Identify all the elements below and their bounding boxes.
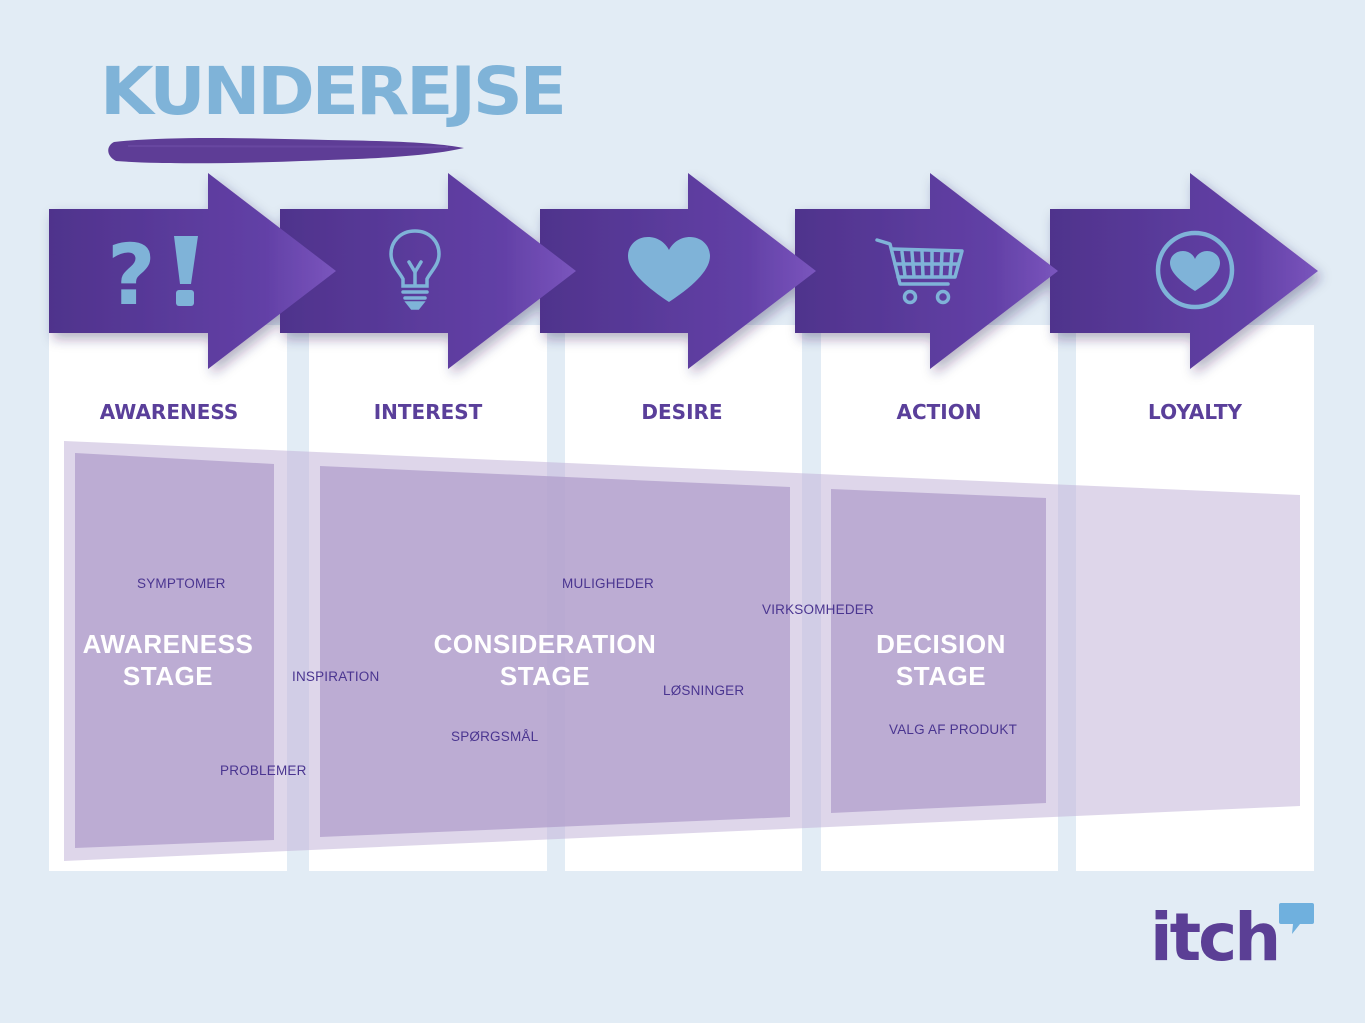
- svg-text:?: ?: [107, 226, 156, 324]
- heart-icon: [628, 237, 710, 302]
- awareness-stage-title-line1: AWARENESS: [82, 629, 254, 659]
- decision-stage-title-line2: STAGE: [895, 661, 987, 691]
- awareness-stage-box: [75, 453, 274, 848]
- keyword-inspiration: INSPIRATION: [292, 669, 380, 684]
- shopping-cart-icon: [875, 238, 964, 305]
- keyword-virksomheder: VIRKSOMHEDER: [762, 602, 874, 617]
- consideration-stage-title-line2: STAGE: [499, 661, 591, 691]
- decision-stage-title: DECISION STAGE: [841, 628, 1041, 692]
- stage-label-loyalty: LOYALTY: [1148, 400, 1242, 424]
- awareness-stage-title-line2: STAGE: [122, 661, 214, 691]
- brush-stroke-decoration: [108, 138, 464, 164]
- question-exclamation-icon: ?: [107, 226, 198, 324]
- stage-label-interest: INTEREST: [373, 400, 483, 424]
- heart-circle-icon: [1155, 230, 1235, 310]
- decision-stage-box: [831, 489, 1046, 813]
- stage-label-action: ACTION: [896, 400, 982, 424]
- arrow-interest: [280, 173, 576, 369]
- decision-stage-title-line1: DECISION: [876, 629, 1006, 659]
- stage-label-awareness: AWARENESS: [99, 400, 239, 424]
- keyword-problemer: PROBLEMER: [220, 763, 307, 778]
- keyword-losninger: LØSNINGER: [663, 683, 745, 698]
- arrow-action: [795, 173, 1058, 369]
- awareness-stage-title: AWARENESS STAGE: [68, 628, 268, 692]
- consideration-stage-title-line1: CONSIDERATION: [433, 629, 657, 659]
- keyword-symptomer: SYMPTOMER: [137, 576, 226, 591]
- lightbulb-icon: [389, 229, 441, 310]
- keyword-sporgsmal: SPØRGSMÅL: [451, 729, 539, 744]
- consideration-stage-box: [320, 466, 790, 837]
- speech-bubble-icon: [1279, 903, 1314, 934]
- keyword-valg-af-produkt: VALG AF PRODUKT: [889, 722, 1018, 737]
- journey-arrows: ?: [49, 173, 1318, 369]
- keyword-muligheder: MULIGHEDER: [562, 576, 655, 591]
- stage-label-desire: DESIRE: [641, 400, 723, 424]
- itch-logo: itch: [1150, 899, 1281, 976]
- consideration-stage-title: CONSIDERATION STAGE: [415, 628, 675, 692]
- page-title: KUNDEREJSE: [100, 53, 567, 130]
